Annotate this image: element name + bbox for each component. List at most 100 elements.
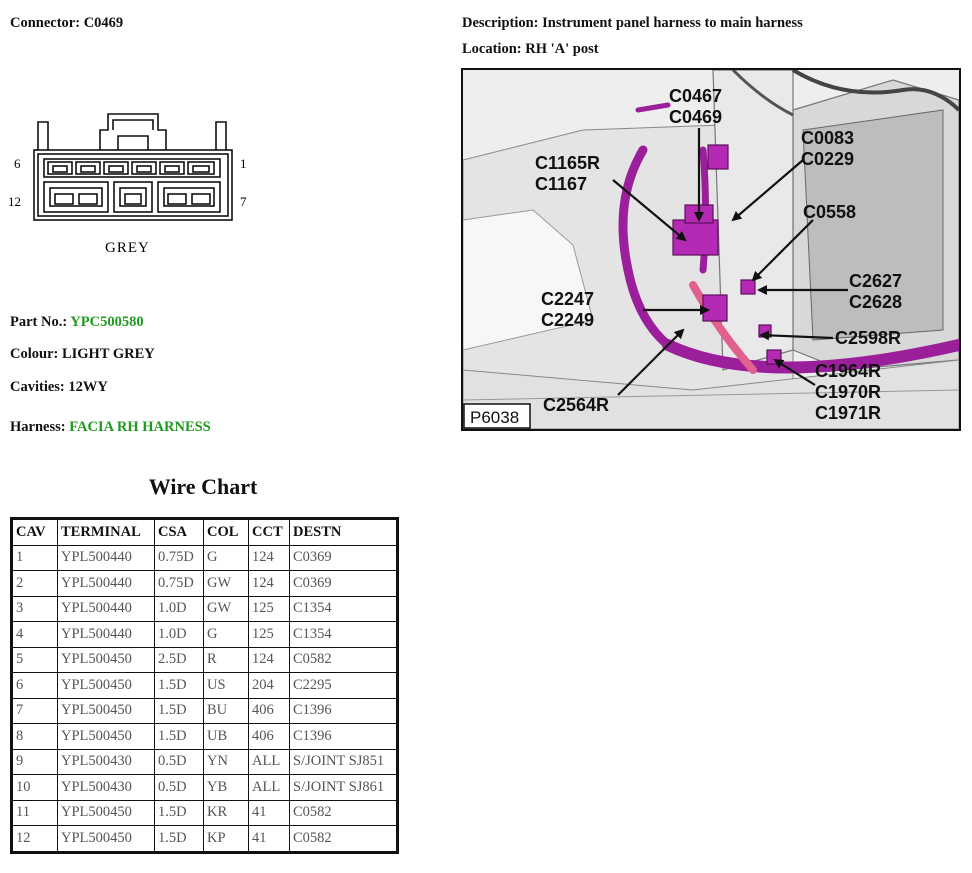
location-label: Location:	[462, 41, 522, 57]
cell-cct: 124	[248, 544, 290, 571]
table-header-row: CAV TERMINAL CSA COL CCT DESTN	[11, 518, 398, 546]
cell-csa: 1.0D	[154, 621, 204, 648]
header-cct: CCT	[248, 518, 290, 546]
cell-terminal: YPL500440	[57, 595, 155, 622]
cavities-label: Cavities:	[10, 379, 65, 395]
cell-destn: C0582	[289, 799, 398, 826]
cell-cct: 124	[248, 646, 290, 673]
wire-chart-title: Wire Chart	[148, 474, 258, 499]
cell-csa: 1.5D	[154, 799, 204, 826]
cavities-value: 12WY	[68, 379, 108, 395]
part-value: YPC500580	[70, 314, 144, 330]
cell-cav: 8	[11, 723, 58, 750]
cell-destn: C0369	[289, 570, 398, 597]
callout-c2627: C2627	[849, 271, 902, 291]
cell-cav: 6	[11, 672, 58, 699]
cell-destn: C1354	[289, 595, 398, 622]
header-terminal: TERMINAL	[57, 518, 155, 546]
callout-c2628: C2628	[849, 292, 902, 312]
cell-destn: C0582	[289, 646, 398, 673]
cell-terminal: YPL500450	[57, 672, 155, 699]
cell-cct: ALL	[248, 748, 290, 775]
callout-c2598r: C2598R	[835, 328, 901, 348]
cell-cct: ALL	[248, 774, 290, 801]
pin-number-6: 6	[14, 156, 21, 171]
cell-col: US	[203, 672, 249, 699]
location-figure: C0467 C0469 C0083 C0229 C1165R C1167 C05…	[461, 68, 961, 431]
cell-col: R	[203, 646, 249, 673]
cell-csa: 1.0D	[154, 595, 204, 622]
connector-value: C0469	[83, 15, 124, 31]
cell-cav: 1	[11, 544, 58, 571]
cell-col: YN	[203, 748, 249, 775]
cell-destn: S/JOINT SJ861	[289, 774, 398, 801]
cell-terminal: YPL500430	[57, 774, 155, 801]
cell-cct: 406	[248, 723, 290, 750]
location-heading: Location: RH 'A' post	[462, 41, 599, 58]
callout-c2247: C2247	[541, 289, 594, 309]
colour-label: Colour:	[10, 346, 59, 362]
cell-col: GW	[203, 570, 249, 597]
description-value: Instrument panel harness to main harness	[542, 15, 803, 31]
callout-c0083: C0083	[801, 128, 854, 148]
harness-line: Harness: FACIA RH HARNESS	[10, 419, 211, 436]
cell-terminal: YPL500440	[57, 544, 155, 571]
figure-id: P6038	[470, 408, 519, 427]
cell-terminal: YPL500450	[57, 799, 155, 826]
cell-col: GW	[203, 595, 249, 622]
cell-csa: 1.5D	[154, 672, 204, 699]
callout-c0469: C0469	[669, 107, 722, 127]
cell-terminal: YPL500440	[57, 621, 155, 648]
cell-cct: 41	[248, 799, 290, 826]
cell-terminal: YPL500450	[57, 825, 155, 853]
cell-cav: 4	[11, 621, 58, 648]
figure-id-box	[463, 403, 531, 429]
cell-cav: 11	[11, 799, 58, 826]
cell-cct: 406	[248, 697, 290, 724]
callout-c2564r: C2564R	[543, 395, 609, 415]
cell-terminal: YPL500450	[57, 646, 155, 673]
cell-terminal: YPL500430	[57, 748, 155, 775]
callout-c0558: C0558	[803, 202, 856, 222]
cell-terminal: YPL500440	[57, 570, 155, 597]
cell-destn: C0369	[289, 544, 398, 571]
callout-c1964r: C1964R	[815, 361, 881, 381]
cell-cav: 9	[11, 748, 58, 775]
cell-destn: C1396	[289, 723, 398, 750]
cell-col: G	[203, 621, 249, 648]
header-col: COL	[203, 518, 249, 546]
connector-colour-caption: GREY	[105, 240, 150, 256]
location-illustration: C0467 C0469 C0083 C0229 C1165R C1167 C05…	[463, 70, 959, 429]
colour-line: Colour: LIGHT GREY	[10, 346, 155, 363]
connector-heading: Connector: C0469	[10, 15, 123, 32]
cell-cav: 3	[11, 595, 58, 622]
part-label: Part No.:	[10, 314, 68, 330]
cell-col: G	[203, 544, 249, 571]
cell-destn: S/JOINT SJ851	[289, 748, 398, 775]
connector-face-diagram: 6 1 12 7 GREY	[8, 113, 247, 256]
cell-csa: 1.5D	[154, 825, 204, 853]
location-value: RH 'A' post	[525, 41, 599, 57]
callout-c0467: C0467	[669, 86, 722, 106]
header-cav: CAV	[11, 518, 58, 546]
cell-csa: 0.75D	[154, 570, 204, 597]
cell-cav: 10	[11, 774, 58, 801]
cell-csa: 2.5D	[154, 646, 204, 673]
pin-number-7: 7	[240, 194, 247, 209]
cell-cct: 125	[248, 621, 290, 648]
cell-col: KP	[203, 825, 249, 853]
part-number-line: Part No.: YPC500580	[10, 314, 144, 331]
description-label: Description:	[462, 15, 539, 31]
cell-cav: 2	[11, 570, 58, 597]
cell-csa: 0.75D	[154, 544, 204, 571]
cell-cct: 125	[248, 595, 290, 622]
